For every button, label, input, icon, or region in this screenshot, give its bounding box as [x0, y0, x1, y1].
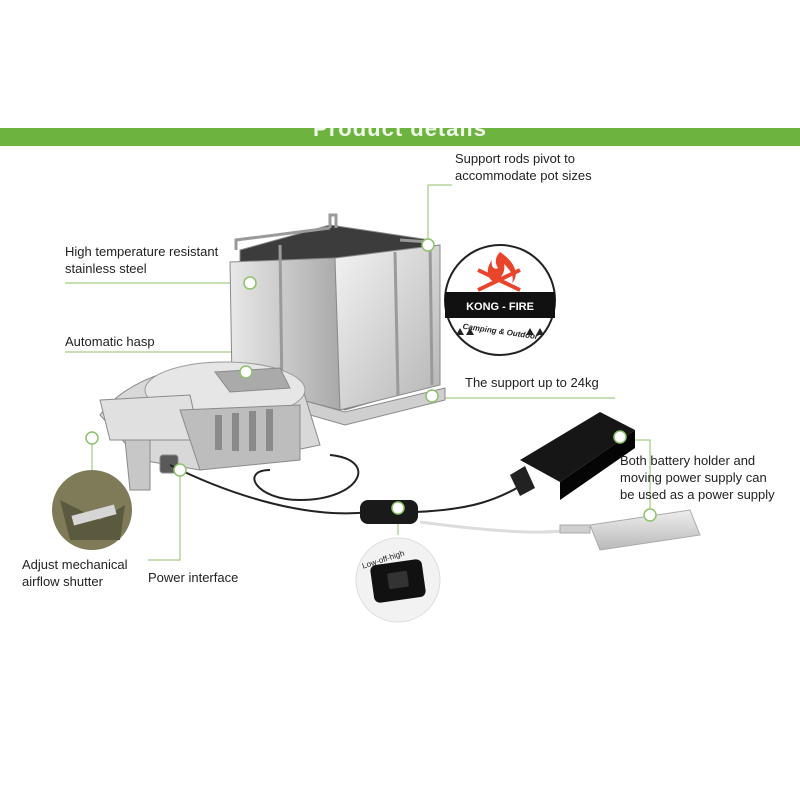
airflow-photo [52, 470, 132, 550]
label-line: accommodate pot sizes [455, 168, 592, 183]
inline-switch [360, 500, 418, 524]
cables [169, 454, 571, 534]
leader-dots [85, 238, 657, 522]
label-line: Power interface [148, 570, 239, 585]
header-banner: Product details [0, 128, 800, 146]
power-bank [559, 509, 701, 551]
label-support-weight: The support up to 24kg [465, 374, 599, 391]
switch-detail [355, 537, 441, 623]
banner-title: Product details [313, 128, 487, 141]
label-line: Automatic hasp [65, 334, 155, 349]
label-battery-holder: Both battery holder and moving power sup… [620, 452, 775, 503]
label-line: stainless steel [65, 261, 147, 276]
label-line: Both battery holder and [620, 453, 756, 468]
label-airflow-shutter: Adjust mechanical airflow shutter [22, 556, 128, 590]
label-line: Support rods pivot to [455, 151, 575, 166]
label-line: be used as a power supply [620, 487, 775, 502]
label-line: High temperature resistant [65, 244, 219, 259]
label-support-rods: Support rods pivot to accommodate pot si… [455, 150, 592, 184]
label-power-interface: Power interface [148, 569, 238, 586]
label-line: moving power supply can [620, 470, 767, 485]
flame-icon [487, 252, 516, 283]
label-stainless-steel: High temperature resistant stainless ste… [65, 243, 218, 277]
stove [99, 213, 446, 491]
label-automatic-hasp: Automatic hasp [65, 333, 155, 350]
logo-name: KONG - FIRE [466, 301, 534, 313]
battery-holder [510, 412, 635, 500]
label-line: Adjust mechanical [22, 557, 128, 572]
logo-emblem [444, 244, 556, 356]
label-line: airflow shutter [22, 574, 103, 589]
label-line: The support up to 24kg [465, 375, 599, 390]
